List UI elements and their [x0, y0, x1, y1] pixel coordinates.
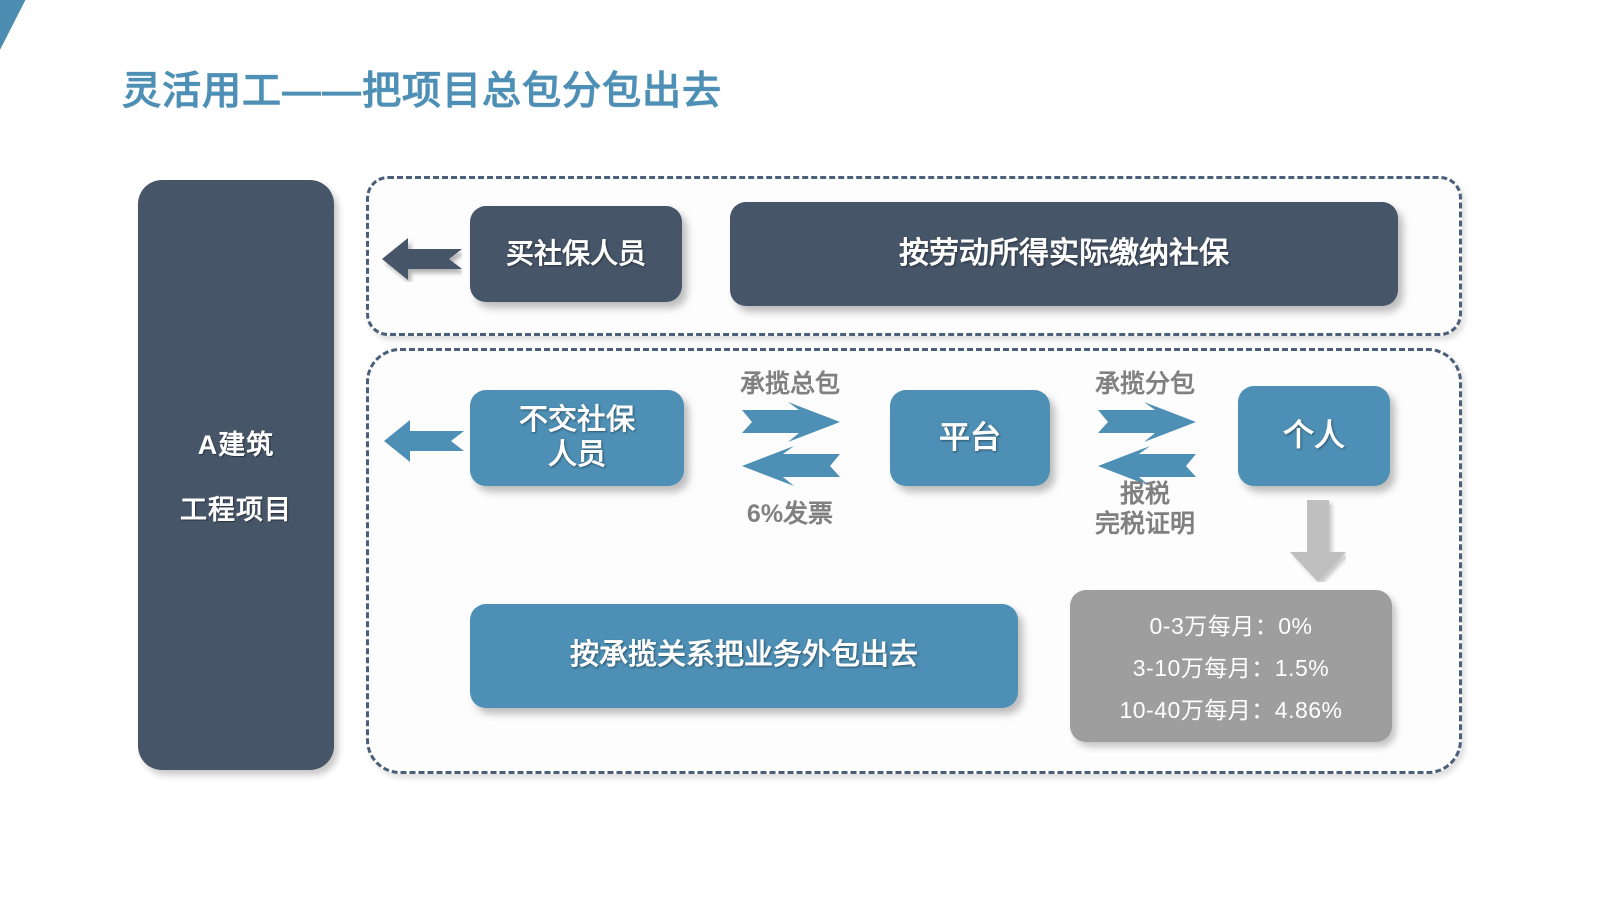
- tax-rate-card: 0-3万每月：0% 3-10万每月：1.5% 10-40万每月：4.86%: [1070, 590, 1392, 742]
- box-buy-social-insurance-label: 买社保人员: [505, 237, 646, 269]
- box-pay-social-insurance-label: 按劳动所得实际缴纳社保: [899, 236, 1229, 270]
- arrow-right-blue-sub-icon: [1098, 402, 1196, 442]
- tax-rate-row: 10-40万每月：4.86%: [1119, 697, 1343, 723]
- box-no-social-insurance[interactable]: 不交社保 人员: [470, 390, 684, 486]
- arrow-left-navy-icon: [382, 236, 462, 282]
- box-individual[interactable]: 个人: [1238, 386, 1390, 486]
- caption-invoice: 6%发票: [746, 500, 834, 528]
- box-no-social-insurance-line-1: 不交社保: [518, 403, 635, 436]
- box-individual-label: 个人: [1283, 418, 1345, 454]
- page-title: 灵活用工——把项目总包分包出去: [122, 70, 723, 113]
- diagonal-stripe-decoration: [0, 0, 56, 270]
- box-platform-label: 平台: [939, 420, 1001, 456]
- caption-tax-filing: 报税 完税证明: [1055, 480, 1235, 539]
- arrow-right-blue-icon: [742, 402, 840, 442]
- box-platform[interactable]: 平台: [890, 390, 1050, 486]
- box-outsource-business-label: 按承揽关系把业务外包出去: [569, 639, 918, 672]
- project-panel: A建筑 工程项目: [138, 180, 334, 770]
- box-no-social-insurance-line-2: 人员: [547, 439, 606, 471]
- arrow-left-blue-sub-return-icon: [1098, 446, 1196, 486]
- tax-rate-row: 3-10万每月：1.5%: [1132, 655, 1330, 681]
- caption-general-contract: 承揽总包: [739, 370, 840, 398]
- caption-tax-filing-line-1: 报税: [1119, 480, 1170, 508]
- caption-sub-contract: 承揽分包: [1094, 370, 1195, 398]
- arrow-left-blue-icon: [384, 418, 464, 464]
- caption-tax-filing-line-2: 完税证明: [1094, 509, 1195, 538]
- project-panel-line-1: A建筑: [197, 430, 275, 460]
- box-pay-social-insurance[interactable]: 按劳动所得实际缴纳社保: [730, 202, 1398, 306]
- box-outsource-business[interactable]: 按承揽关系把业务外包出去: [470, 604, 1018, 708]
- arrow-left-blue-return-icon: [742, 446, 840, 486]
- arrow-down-gray-icon: [1290, 500, 1346, 582]
- project-panel-line-2: 工程项目: [180, 495, 292, 525]
- box-buy-social-insurance[interactable]: 买社保人员: [470, 206, 682, 302]
- tax-rate-row: 0-3万每月：0%: [1149, 613, 1313, 639]
